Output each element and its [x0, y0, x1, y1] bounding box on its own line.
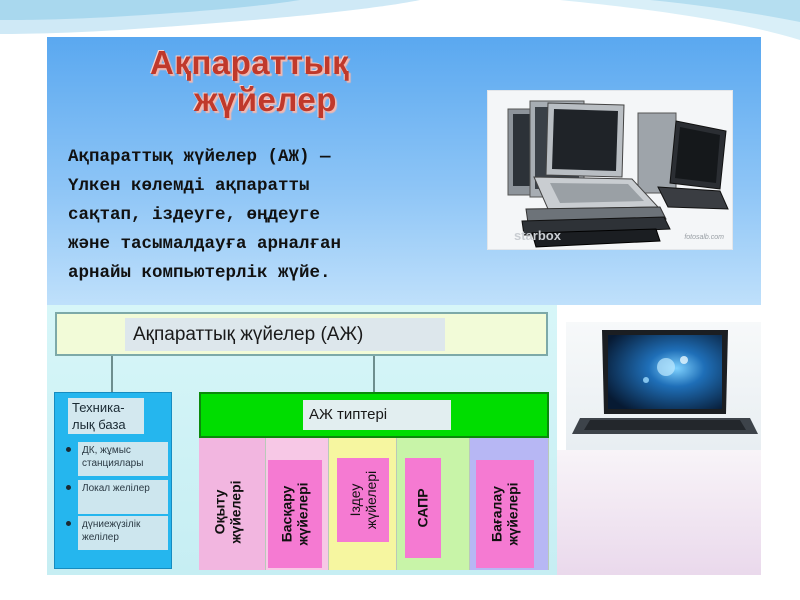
photo-watermark-left: starbox: [514, 228, 561, 243]
type-tag-5: Бағалау жүйелері: [476, 460, 534, 568]
laptop-photo: [566, 322, 761, 450]
tech-item-bullet: [66, 521, 71, 526]
tech-item-3: дүниежүзілік желілер: [78, 516, 168, 550]
bottom-right-panel: [557, 450, 761, 575]
type-tag-2: Басқару жүйелері: [268, 460, 322, 568]
tech-item-bullet: [66, 485, 71, 490]
types-bar: [199, 392, 549, 438]
photo-watermark-right: fotosalb.com: [684, 234, 724, 241]
type-label-5: Бағалау жүйелері: [489, 482, 522, 546]
type-label-2: Басқару жүйелері: [279, 482, 311, 546]
laptop-stack-image: [507, 100, 729, 248]
top-wave-decoration: [0, 0, 800, 40]
type-label-4: САПР: [415, 488, 431, 528]
connector-left: [111, 356, 113, 392]
connector-right: [373, 356, 375, 392]
laptops-photo: starbox fotosalb.com: [487, 90, 733, 250]
tech-item-1: ДК, жұмыс станциялары: [78, 442, 168, 476]
type-tag-3: Іздеу жүйелері: [337, 458, 389, 542]
definition-text: Ақпараттық жүйелер (АЖ) — Үлкен көлемді …: [68, 147, 342, 283]
types-label: АЖ типтері: [303, 400, 451, 430]
slide-title: Ақпараттық жүйелер: [150, 44, 410, 118]
tech-item-bullet: [66, 447, 71, 452]
type-tag-1: Оқыту жүйелері: [201, 456, 255, 568]
tech-item-2: Локал желілер: [78, 480, 168, 514]
title-line-1: Ақпараттық: [150, 44, 350, 81]
tech-base-title: Техника- лық база: [68, 398, 144, 434]
type-label-3: Іздеу жүйелері: [347, 470, 379, 530]
type-label-1: Оқыту жүйелері: [212, 480, 245, 544]
root-node-label: Ақпараттық жүйелер (АЖ): [125, 318, 445, 351]
laptop-image: [572, 330, 758, 434]
type-tag-4: САПР: [405, 458, 441, 558]
title-line-2: жүйелер: [194, 81, 337, 118]
